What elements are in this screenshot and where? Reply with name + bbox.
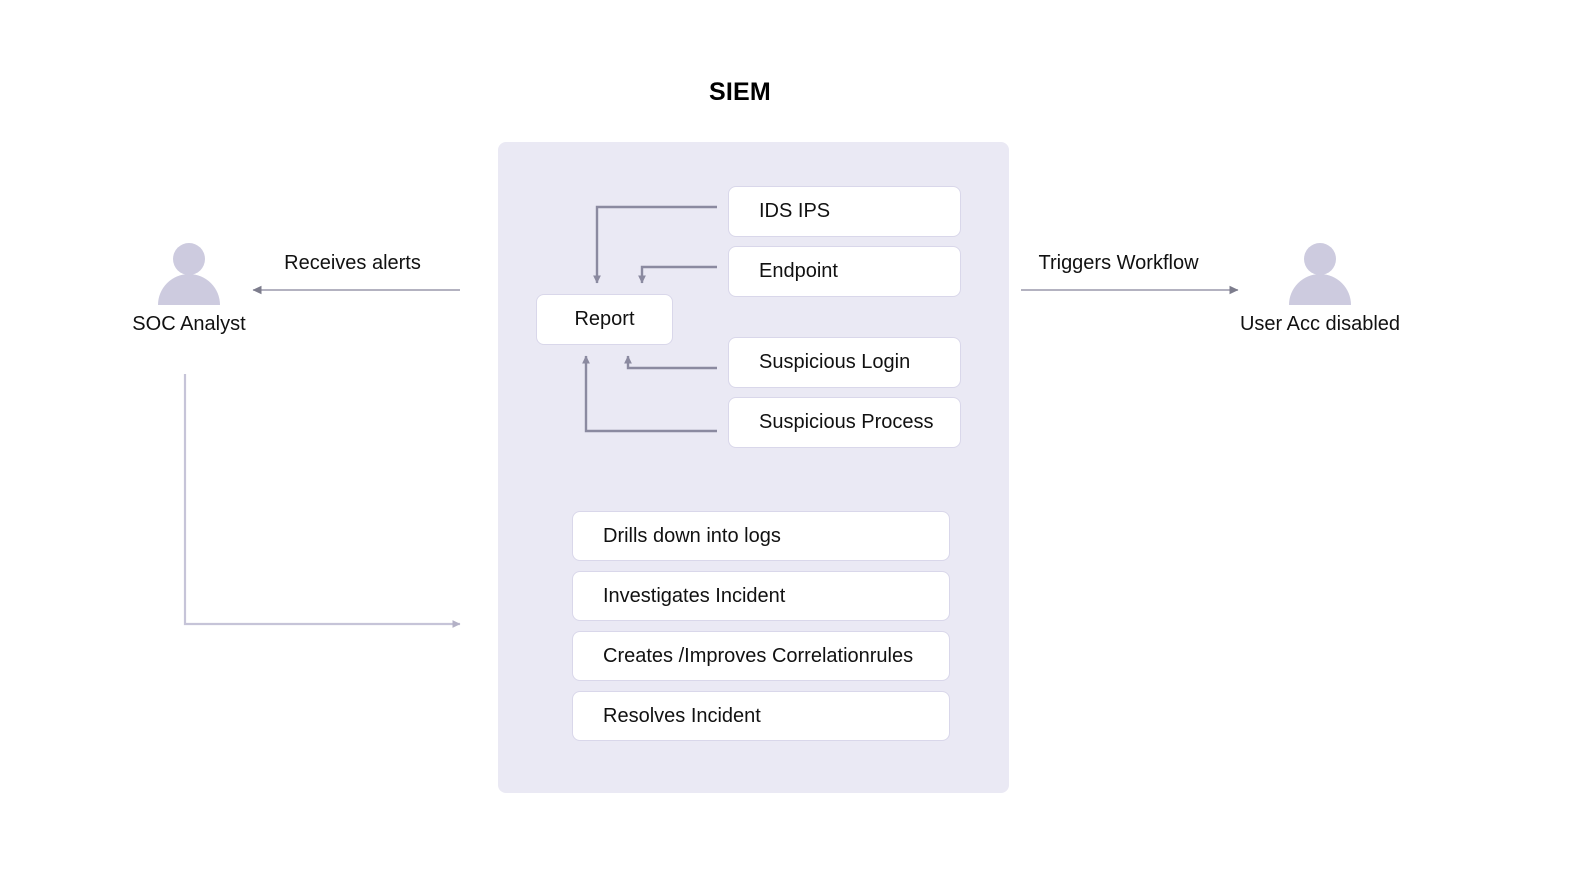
alert-source-suspicious-login[interactable]: Suspicious Login — [728, 337, 961, 388]
alert-source-label: IDS IPS — [759, 200, 831, 222]
alert-source-ids-ips[interactable]: IDS IPS — [728, 186, 961, 237]
analyst-action-label: Investigates Incident — [603, 584, 786, 607]
analyst-action-creates-improves-correlation-rules[interactable]: Creates /Improves Correlationrules — [572, 631, 950, 681]
alert-source-label: Suspicious Process — [759, 411, 934, 433]
analyst-action-label: Creates /Improves Correlationrules — [603, 644, 914, 667]
report-label: Report — [574, 308, 635, 330]
person-icon — [1289, 243, 1351, 305]
actor-soc-analyst-label: SOC Analyst — [132, 313, 246, 335]
analyst-action-resolves-incident[interactable]: Resolves Incident — [572, 691, 950, 741]
analyst-action-label: Resolves Incident — [603, 704, 761, 727]
analyst-action-drills-down-into-logs[interactable]: Drills down into logs — [572, 511, 950, 561]
person-icon — [158, 243, 220, 305]
person-body-shape — [158, 274, 220, 305]
person-head-shape — [173, 243, 205, 275]
alert-source-endpoint[interactable]: Endpoint — [728, 246, 961, 297]
alert-source-suspicious-process[interactable]: Suspicious Process — [728, 397, 961, 448]
analyst-action-investigates-incident[interactable]: Investigates Incident — [572, 571, 950, 621]
actor-user-acc-disabled-label: User Acc disabled — [1239, 313, 1401, 335]
alert-source-label: Suspicious Login — [759, 351, 911, 373]
analyst-action-label: Drills down into logs — [603, 524, 781, 547]
connector-analyst-to-siem-actions — [183, 374, 461, 628]
alert-source-label: Endpoint — [759, 260, 838, 282]
person-body-shape — [1289, 274, 1351, 305]
flow-label-receives-alerts: Receives alerts — [284, 252, 421, 274]
actor-user-acc-disabled[interactable]: User Acc disabled — [1220, 243, 1420, 336]
report-node[interactable]: Report — [536, 294, 673, 345]
page-title: SIEM — [709, 78, 771, 106]
flow-label-triggers-workflow: Triggers Workflow — [1038, 252, 1199, 274]
person-head-shape — [1304, 243, 1336, 275]
actor-soc-analyst[interactable]: SOC Analyst — [89, 243, 289, 336]
